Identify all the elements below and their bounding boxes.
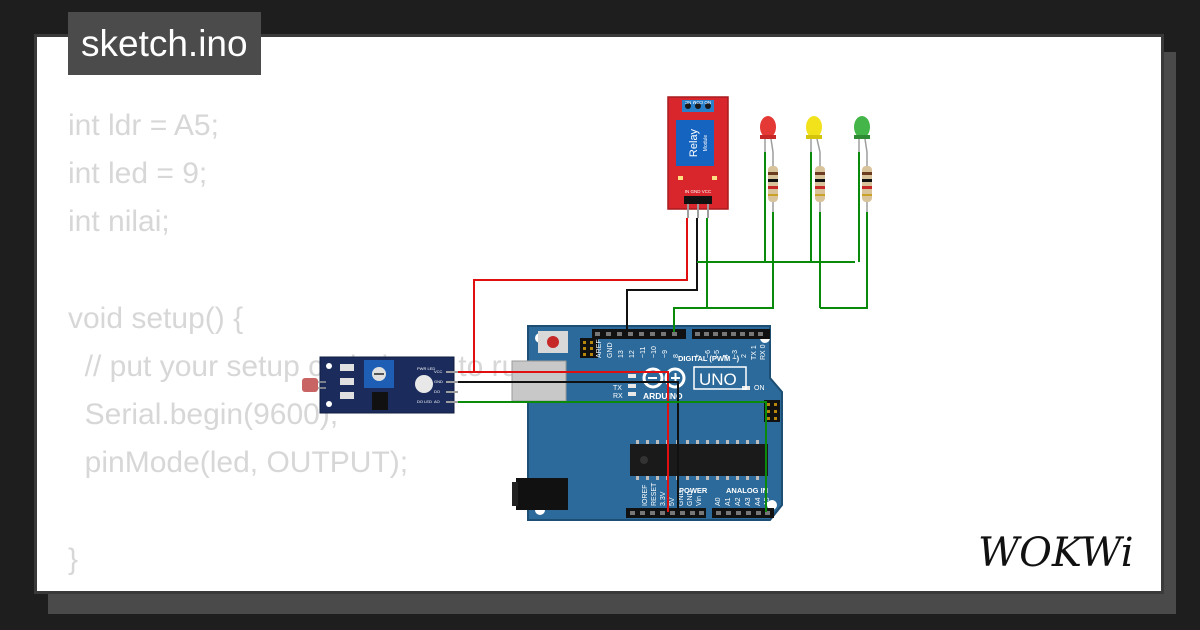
pin-label: ~11: [640, 347, 647, 358]
pin-label: A0: [715, 497, 722, 506]
relay-sublabel: Module: [703, 135, 709, 152]
ldr-pin-label: AO: [434, 399, 440, 404]
pin-label: A1: [725, 497, 732, 506]
pin-label: RESET: [651, 482, 658, 506]
pin-label: GND: [607, 342, 614, 358]
ldr-sensor-module[interactable]: PWR LED DO LED VCC GND DO AO: [302, 356, 458, 414]
pin-label: 5V: [669, 497, 676, 506]
relay-bottom-pins: IN GND VCC: [685, 189, 712, 194]
arduino-logo: [642, 367, 686, 389]
pin-label: A5: [764, 497, 771, 506]
pin-label: 4: [723, 354, 730, 358]
analog-label: ANALOG IN: [726, 486, 768, 495]
code-line: pinMode(led, OUTPUT);: [68, 446, 409, 480]
pin-label: 3.3V: [660, 491, 667, 506]
wire-red-ldr-vcc: [458, 371, 669, 512]
pin-label: A2: [735, 497, 742, 506]
led-green[interactable]: [854, 116, 870, 153]
led-red[interactable]: [760, 116, 776, 153]
code-line: int ldr = A5;: [68, 109, 219, 142]
relay-module[interactable]: NO COM NC Relay Module IN GND VCC: [667, 96, 729, 218]
digital-label: DIGITAL (PWM ~): [678, 354, 740, 363]
arduino-uno-board[interactable]: AREF GND 13 12 ~11 ~10 ~9 8 7 ~6 ~5 4 ~3…: [511, 325, 783, 521]
rx-label: RX: [613, 393, 623, 400]
relay-label: Relay: [688, 128, 700, 157]
atmega-chip: [630, 444, 768, 476]
pin-label: 2: [741, 354, 748, 358]
relay-coil: [676, 120, 714, 166]
pin-label: 12: [629, 350, 636, 358]
power-header[interactable]: [626, 508, 706, 518]
pin-label: GND: [687, 490, 694, 506]
power-label: POWER: [679, 486, 708, 495]
pin-label: IOREF: [642, 485, 649, 506]
code-preview: int ldr = A5; int led = 9; int nilai; vo…: [68, 102, 617, 584]
wire-red-relay-vcc: [473, 218, 688, 372]
board-model: UNO: [699, 370, 737, 389]
pin-label: ~6: [705, 350, 712, 358]
ldr-pin-label: VCC: [434, 369, 443, 374]
pin-label: GND: [678, 490, 685, 506]
analog-header[interactable]: [712, 508, 774, 518]
pin-label: A4: [755, 497, 762, 506]
wire-green-relay-in: [673, 218, 708, 332]
pin-label: ~9: [662, 350, 669, 358]
ldr-pin-label: GND: [434, 379, 443, 384]
resistor-1[interactable]: [768, 152, 778, 212]
wokwi-logo-text: WOKWi: [978, 530, 1134, 576]
wokwi-logo: WOKWi: [978, 530, 1134, 576]
photoresistor: [302, 378, 318, 392]
pin-label: TX 1: [751, 345, 758, 360]
wire-black-ldr-gnd: [458, 381, 679, 512]
comparator-chip: [372, 392, 388, 410]
resistor-2[interactable]: [815, 152, 825, 212]
board-brand: ARDUINO: [643, 391, 683, 401]
code-line: void setup() {: [68, 301, 244, 335]
pwr-led-label: PWR LED: [417, 366, 435, 371]
pin-label: 7: [696, 354, 703, 358]
ldr-pin-label: DO: [434, 389, 440, 394]
pin-label: RX 0: [760, 344, 767, 360]
wires: [458, 152, 868, 512]
pin-label: Vin: [696, 496, 703, 506]
pin-label: 8: [673, 354, 680, 358]
relay-top-pins: NO COM NC: [684, 100, 711, 105]
wire-black-relay-gnd: [626, 218, 698, 332]
code-line: int led = 9;: [68, 157, 208, 191]
file-tab-title[interactable]: sketch.ino: [68, 12, 261, 75]
on-led-label: ON: [754, 385, 765, 392]
pin-label: AREF: [596, 339, 603, 358]
code-line: Serial.begin(9600);: [68, 398, 339, 432]
resistor-3[interactable]: [862, 152, 872, 212]
pin-label: A3: [745, 497, 752, 506]
pin-label: ~3: [732, 350, 739, 358]
power-jack: [516, 478, 568, 510]
tx-label: TX: [613, 385, 622, 392]
code-line: int nilai;: [68, 205, 170, 239]
pin-label: ~10: [651, 346, 658, 358]
pin-label: ~5: [714, 350, 721, 358]
wire-green-ldr-ao: [458, 401, 767, 512]
do-led-label: DO LED: [417, 399, 432, 404]
code-line: }: [68, 542, 79, 576]
pin-label: 13: [618, 350, 625, 358]
led-yellow[interactable]: [806, 116, 822, 153]
